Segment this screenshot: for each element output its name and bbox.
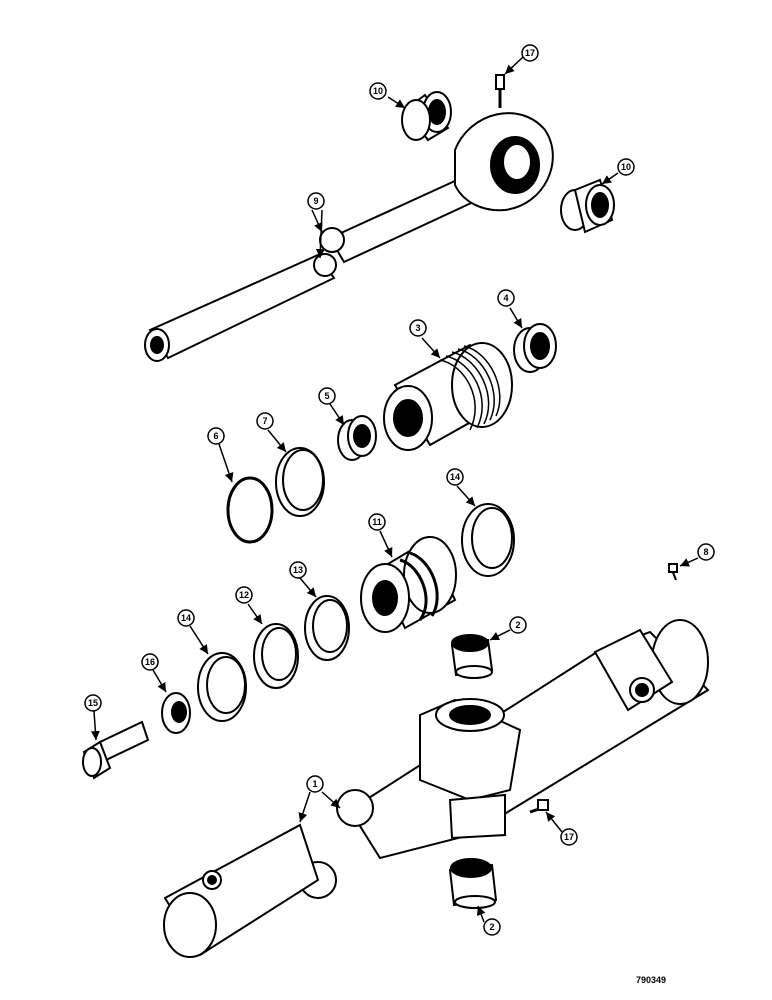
seal-13 xyxy=(304,595,350,661)
piston xyxy=(360,536,457,633)
callout-7: 7 xyxy=(262,416,267,426)
piston-rod xyxy=(144,74,554,362)
bushing-10-left xyxy=(401,91,452,142)
seal-12 xyxy=(253,623,299,689)
callout-2a: 2 xyxy=(515,620,520,630)
callout-14a: 14 xyxy=(181,613,191,623)
callout-9: 9 xyxy=(313,196,318,206)
figure-code: 790349 xyxy=(636,975,667,985)
callout-2b: 2 xyxy=(489,922,494,932)
rod-seal-5 xyxy=(337,415,377,461)
wear-ring-14-upper xyxy=(461,503,515,577)
callout-14b: 14 xyxy=(450,472,460,482)
callout-6: 6 xyxy=(213,431,218,441)
callouts xyxy=(90,56,699,923)
callout-16: 16 xyxy=(145,657,155,667)
washer-16 xyxy=(161,692,191,734)
callout-17b: 17 xyxy=(564,832,574,842)
callout-13: 13 xyxy=(293,565,303,575)
callout-8: 8 xyxy=(703,547,708,557)
callout-bubbles xyxy=(84,44,715,936)
backup-ring-7 xyxy=(275,447,325,517)
callout-11: 11 xyxy=(372,517,382,527)
cylinder-barrel xyxy=(163,563,710,958)
callout-15: 15 xyxy=(88,698,98,708)
bushing-2-upper xyxy=(450,634,494,679)
callout-5: 5 xyxy=(324,391,329,401)
bushing-2-lower xyxy=(448,858,498,909)
callout-3: 3 xyxy=(415,323,420,333)
wiper-seal-4 xyxy=(513,323,557,373)
wear-ring-14-lower xyxy=(197,652,247,722)
bolt-15 xyxy=(82,720,150,780)
callout-17a: 17 xyxy=(525,48,535,58)
callout-labels: 1 2 2 3 4 5 6 7 8 9 10 10 11 12 13 14 14… xyxy=(88,48,709,932)
callout-10b: 10 xyxy=(621,162,631,172)
callout-12: 12 xyxy=(239,590,249,600)
callout-10a: 10 xyxy=(373,86,383,96)
bushing-10-right xyxy=(560,178,615,234)
callout-4: 4 xyxy=(503,293,508,303)
gland xyxy=(383,342,513,451)
o-ring-6 xyxy=(226,476,274,544)
callout-1: 1 xyxy=(312,779,317,789)
